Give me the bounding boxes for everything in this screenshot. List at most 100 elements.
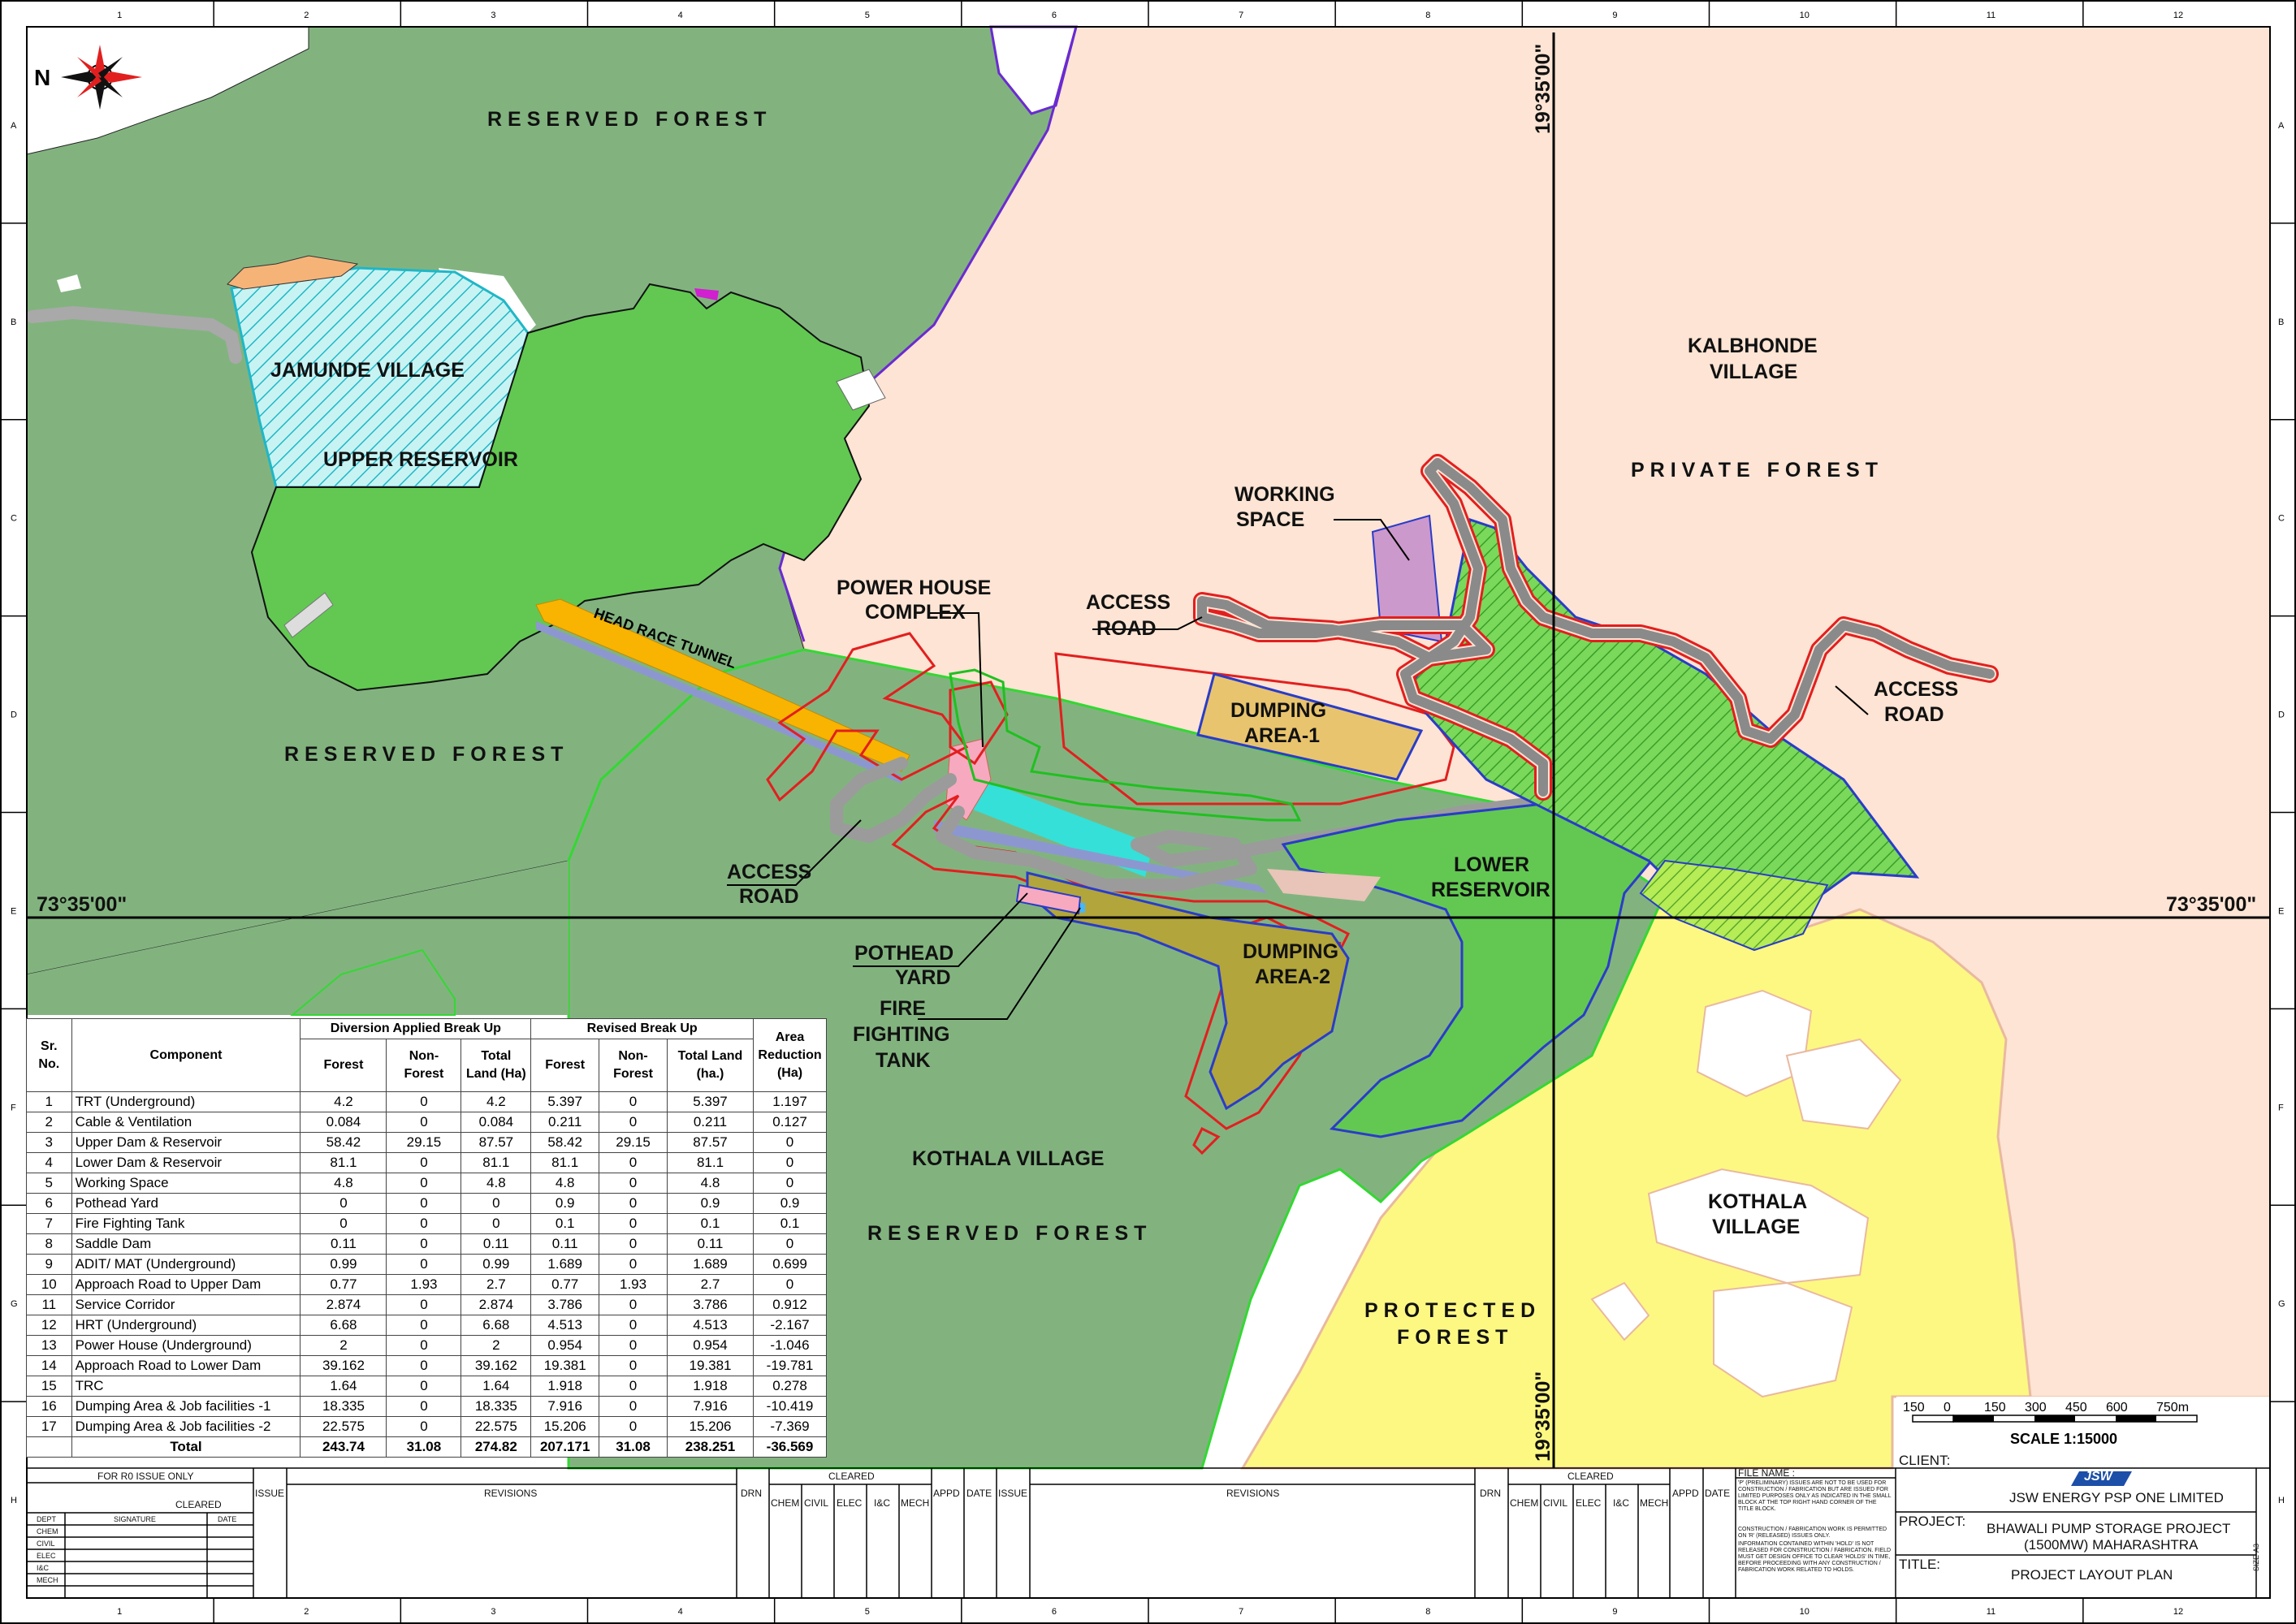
scale-text: SCALE 1:15000 — [2010, 1431, 2117, 1447]
label-jamunde-village: JAMUNDE VILLAGE — [270, 359, 465, 382]
white-plot — [57, 274, 81, 292]
frame-row-label: D — [11, 710, 17, 720]
table-cell: 0 — [753, 1233, 827, 1255]
frame-col-label: 10 — [1800, 1607, 1810, 1617]
frame-row-label: B — [11, 317, 16, 327]
label-power-house-2: COMPLEX — [865, 601, 966, 624]
leader-lines — [727, 519, 1869, 1020]
project-name-1: BHAWALI PUMP STORAGE PROJECT — [1987, 1521, 2231, 1536]
frame-row-label: C — [11, 514, 17, 524]
date-label: DATE — [218, 1515, 237, 1523]
appd-label: APPD — [933, 1488, 960, 1499]
scale-tick-label: 0 — [1944, 1401, 1951, 1415]
table-cell: 0.11 — [300, 1233, 387, 1255]
table-cell: 31.08 — [599, 1436, 668, 1458]
table-cell: 4.2 — [300, 1091, 387, 1112]
table-cell: 0 — [599, 1112, 668, 1133]
table-cell: 39.162 — [300, 1355, 387, 1376]
frame-col-label: 7 — [1239, 11, 1243, 20]
table-cell: Dumping Area & Job facilities -2 — [71, 1416, 301, 1437]
label-private-forest: PRIVATE FOREST — [1631, 459, 1883, 482]
label-access-road-c1: ACCESS — [727, 861, 811, 883]
frame-col-label: 2 — [304, 1607, 309, 1617]
table-cell: 39.162 — [460, 1355, 532, 1376]
frame-row-label: E — [2278, 906, 2284, 916]
dept-elec-3: ELEC — [1576, 1497, 1602, 1509]
date-label-2: DATE — [966, 1488, 992, 1499]
table-cell: 10 — [26, 1274, 72, 1295]
white-plot — [836, 369, 886, 411]
kothala-village-patch — [1590, 1281, 1650, 1341]
access-road-boundary — [1192, 1126, 1221, 1155]
frame-row-label: A — [2278, 121, 2285, 131]
table-cell: -2.167 — [753, 1315, 827, 1336]
frame-col-label: 11 — [1987, 11, 1995, 20]
table-cell: 0.1 — [530, 1213, 600, 1234]
label-longitude-left: 73°35'00" — [37, 893, 127, 916]
table-cell: 19.381 — [666, 1355, 755, 1376]
dept-ic-2: I&C — [874, 1497, 891, 1509]
th-total-revised: Total Land (ha.) — [666, 1039, 755, 1092]
label-protected-forest-2: FOREST — [1397, 1326, 1513, 1349]
client-name: JSW ENERGY PSP ONE LIMITED — [2009, 1490, 2224, 1505]
signature-label: SIGNATURE — [114, 1515, 156, 1523]
table-cell: Power House (Underground) — [71, 1335, 301, 1356]
table-cell: 15 — [26, 1376, 72, 1397]
table-cell: Dumping Area & Job facilities -1 — [71, 1396, 301, 1417]
frame-col-label: 9 — [1612, 1607, 1617, 1617]
table-cell: 0 — [386, 1315, 462, 1336]
label-upper-reservoir: UPPER RESERVOIR — [323, 448, 518, 471]
table-cell: -10.419 — [753, 1396, 827, 1417]
label-kothala-village-mid: KOTHALA VILLAGE — [912, 1147, 1105, 1170]
label-kalbhonde-1: KALBHONDE — [1688, 335, 1818, 357]
label-lower-reservoir-2: RESERVOIR — [1431, 879, 1550, 901]
label-access-road-a1: ACCESS — [1086, 591, 1170, 614]
table-cell: 81.1 — [666, 1152, 755, 1173]
frame-row-label: D — [2278, 710, 2285, 720]
table-cell: 0 — [599, 1315, 668, 1336]
label-reserved-forest-top: RESERVED FOREST — [487, 108, 772, 131]
note-preliminary: 'P' (PRELIMINARY) ISSUES ARE NOT TO BE U… — [1738, 1480, 1892, 1512]
scale-tick-label: 150 — [1984, 1401, 2006, 1415]
dept-label: DEPT — [37, 1515, 57, 1523]
frame-row-label: H — [2278, 1496, 2285, 1505]
appd-label-2: APPD — [1672, 1488, 1699, 1499]
frame-col-label: 11 — [1987, 1607, 1995, 1617]
table-cell: 4.8 — [530, 1173, 600, 1194]
table-cell: 13 — [26, 1335, 72, 1356]
frame-row-label: G — [2278, 1299, 2285, 1309]
table-cell: 0 — [599, 1416, 668, 1437]
table-cell: 0 — [386, 1396, 462, 1417]
table-cell: 17 — [26, 1416, 72, 1437]
table-cell: Saddle Dam — [71, 1233, 301, 1255]
th-forest: Forest — [300, 1039, 387, 1092]
table-cell: 19.381 — [530, 1355, 600, 1376]
table-cell: 0.99 — [300, 1254, 387, 1275]
table-cell: 6 — [26, 1193, 72, 1214]
for-r0-label: FOR R0 ISSUE ONLY — [97, 1471, 194, 1482]
orange-plot — [227, 255, 359, 290]
head-race-tunnel-corridor — [536, 621, 902, 784]
date-label-3: DATE — [1705, 1488, 1731, 1499]
frame-col-label: 5 — [865, 1607, 870, 1617]
label-fire-2: FIGHTING — [853, 1023, 949, 1046]
tail-race-tunnel — [950, 771, 1153, 877]
frame-col-label: 2 — [304, 11, 309, 20]
table-cell: -19.781 — [753, 1355, 827, 1376]
frame-col-label: 12 — [2173, 11, 2183, 20]
drn-label-2: DRN — [1480, 1488, 1501, 1499]
